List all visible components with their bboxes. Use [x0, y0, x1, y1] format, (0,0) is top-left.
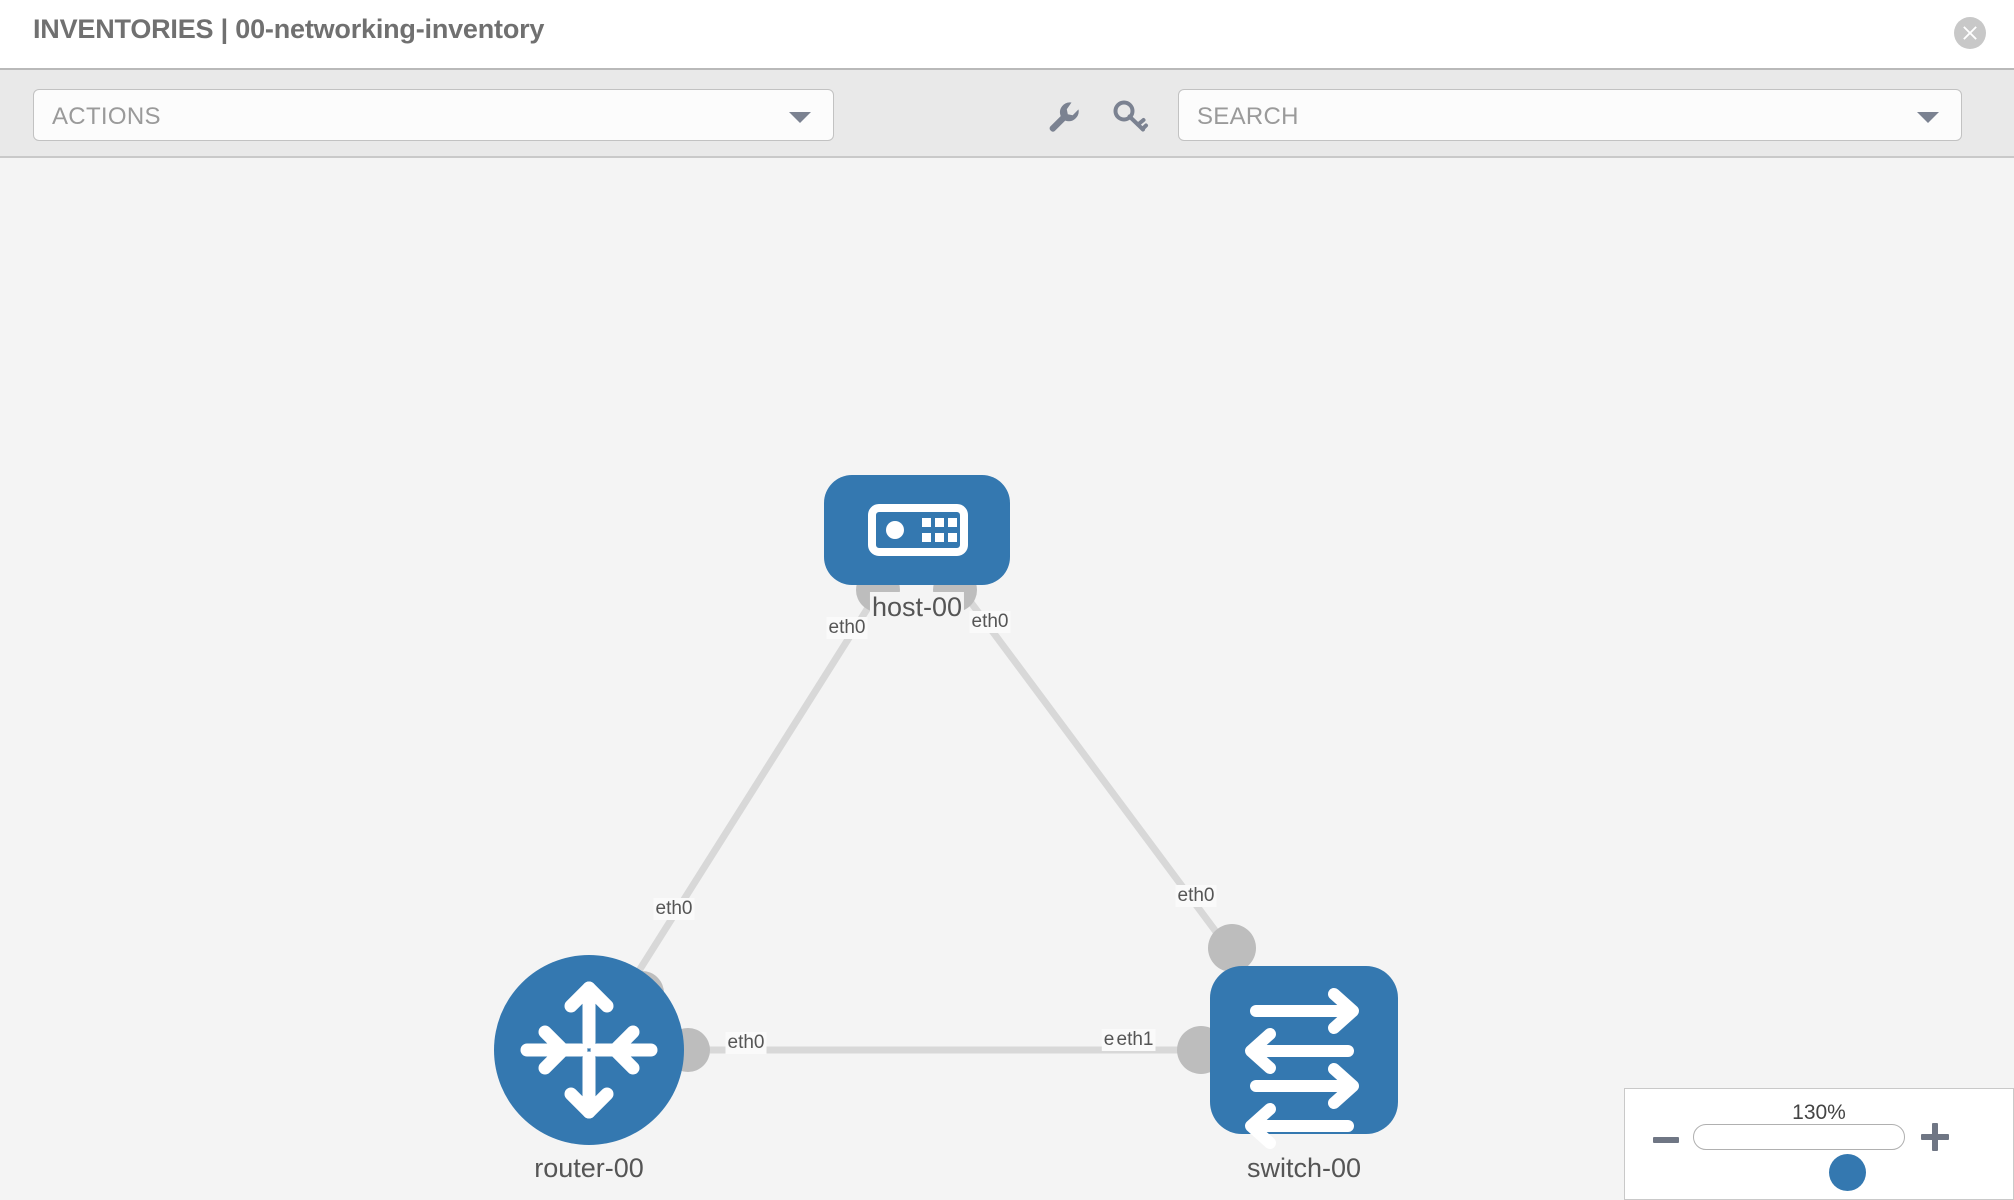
- edge-label-host-switch-near: eth0: [969, 611, 1011, 633]
- actions-dropdown-label: ACTIONS: [52, 103, 161, 130]
- topology-connectors: [620, 568, 1256, 1074]
- close-icon[interactable]: [1954, 17, 1986, 49]
- wrench-icon[interactable]: [1043, 96, 1083, 136]
- page-title: INVENTORIES | 00-networking-inventory: [33, 14, 545, 44]
- key-icon[interactable]: [1110, 96, 1150, 136]
- edge-label-host-switch-far: eth0: [1175, 885, 1217, 907]
- node-router-00: [494, 955, 684, 1145]
- zoom-control-panel: 130%: [1624, 1088, 2014, 1200]
- minus-icon[interactable]: [1653, 1137, 1679, 1143]
- edge-label-router-switch-far: eth1: [1114, 1029, 1156, 1051]
- chevron-down-icon: [1917, 112, 1939, 123]
- actions-dropdown[interactable]: ACTIONS: [33, 89, 834, 141]
- edge-label-host-router-far: eth0: [653, 898, 695, 920]
- zoom-percent-label: 130%: [1792, 1101, 1846, 1124]
- toolbar: ACTIONS SEARCH: [0, 68, 2014, 158]
- zoom-slider-thumb[interactable]: [1829, 1154, 1866, 1191]
- node-label-router-00: router-00: [532, 1153, 646, 1184]
- topology-canvas[interactable]: host-00 router-00 switch-00 eth0 eth0 et…: [0, 158, 2014, 1200]
- node-switch-00: [1210, 966, 1398, 1149]
- page-header: INVENTORIES | 00-networking-inventory: [0, 0, 2014, 68]
- zoom-slider[interactable]: [1693, 1124, 1905, 1191]
- search-dropdown[interactable]: SEARCH: [1178, 89, 1962, 141]
- node-label-host-00: host-00: [869, 592, 965, 623]
- search-input-placeholder[interactable]: SEARCH: [1197, 103, 1299, 130]
- plus-icon[interactable]: [1921, 1123, 1949, 1151]
- edge-label-router-switch-near: eth0: [725, 1032, 767, 1054]
- edge-label-host-router-near: eth0: [826, 617, 868, 639]
- node-label-switch-00: switch-00: [1244, 1153, 1364, 1184]
- chevron-down-icon: [789, 112, 811, 123]
- node-host-00: [824, 475, 1010, 585]
